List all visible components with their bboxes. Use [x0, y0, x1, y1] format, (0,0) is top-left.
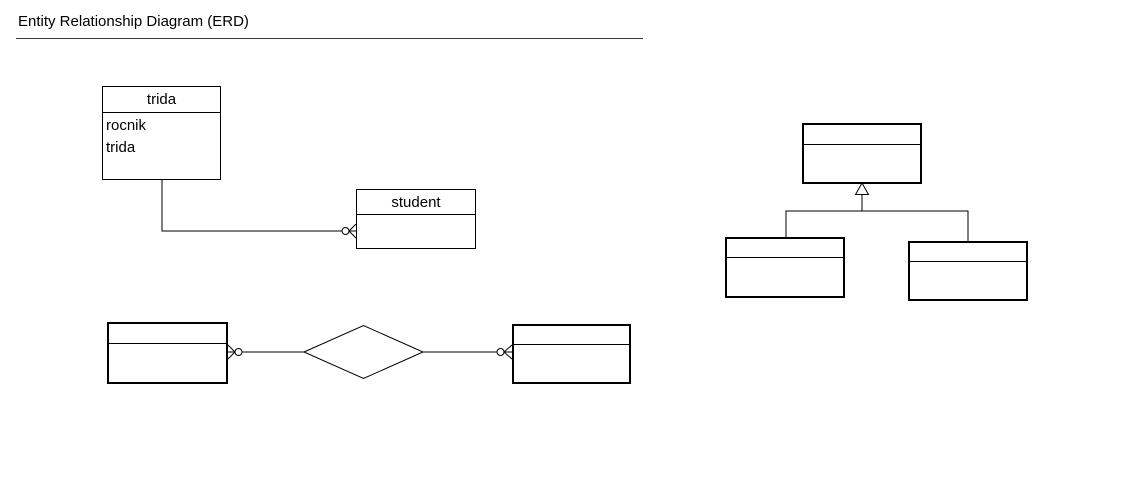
attribute-rocnik: rocnik — [106, 117, 147, 134]
attribute-trida: trida — [106, 139, 136, 156]
zero-circle-icon — [234, 348, 243, 356]
entity-bottom-left[interactable] — [107, 322, 228, 384]
entity-trida[interactable]: trida rocnik trida — [102, 86, 221, 180]
entity-student[interactable]: student — [356, 189, 476, 249]
page-title: Entity Relationship Diagram (ERD) — [18, 13, 249, 30]
crow-foot-icon — [227, 344, 236, 360]
connector-trida-student — [161, 180, 342, 232]
entity-student-name: student — [357, 190, 475, 215]
zero-circle-icon — [496, 348, 505, 356]
entity-child-left-name — [727, 239, 843, 258]
entity-trida-attributes: rocnik trida — [103, 113, 220, 159]
crow-foot-icon — [503, 344, 513, 360]
entity-bottom-left-name — [109, 324, 226, 344]
connector-children-branch — [785, 210, 969, 241]
entity-child-right-name — [910, 243, 1026, 262]
title-underline — [16, 38, 643, 39]
entity-child-left[interactable] — [725, 237, 845, 298]
entity-child-right[interactable] — [908, 241, 1028, 301]
relationship-diamond[interactable] — [302, 324, 425, 380]
entity-bottom-right-name — [514, 326, 629, 345]
zero-circle-icon — [341, 227, 350, 235]
entity-parent-name — [804, 125, 920, 145]
entity-bottom-right[interactable] — [512, 324, 631, 384]
crow-foot-icon — [348, 223, 357, 239]
generalization-triangle-icon — [854, 181, 870, 195]
entity-trida-name: trida — [103, 87, 220, 113]
